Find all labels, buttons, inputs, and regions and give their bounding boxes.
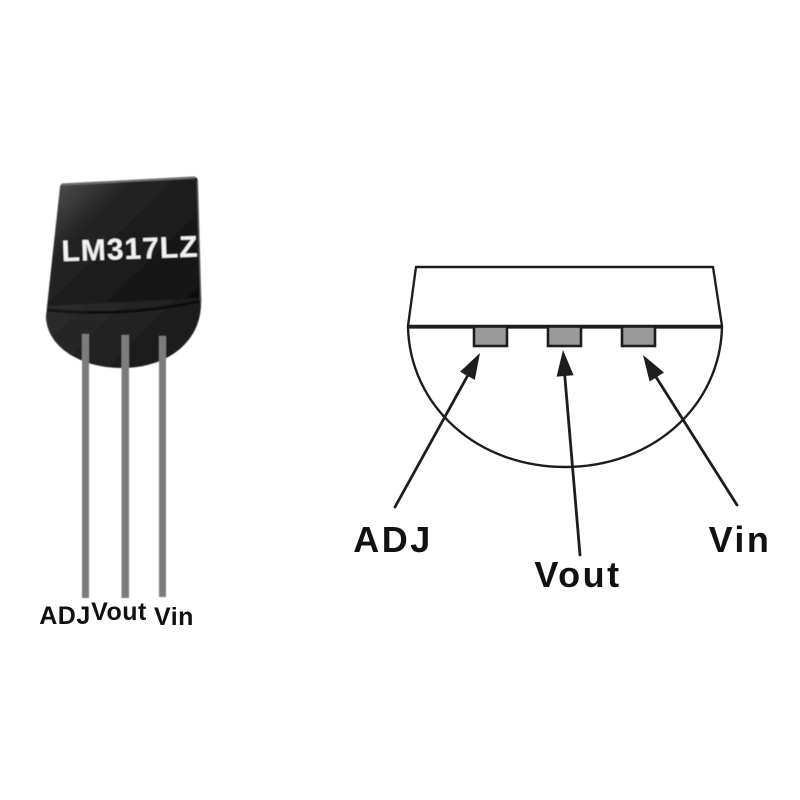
vin-pointer-arrow xyxy=(643,355,739,507)
diagram-pin-label-vout: Vout xyxy=(534,554,621,595)
to92-top-edge-highlight xyxy=(61,176,196,186)
pin-pad-vout xyxy=(546,325,583,348)
pin-pad-adj xyxy=(472,325,509,348)
photo-pin-label-adj: ADJ xyxy=(39,602,91,630)
photo-pin-label-vout: Vout xyxy=(91,598,147,626)
vin-arrowhead xyxy=(643,355,664,382)
pin-pad-vin xyxy=(620,325,657,348)
part-number-label: LM317LZ xyxy=(61,231,199,269)
package-outline-top xyxy=(406,265,724,328)
vout-pointer-arrow xyxy=(556,350,582,557)
to92-photo: LM317LZ xyxy=(46,176,202,598)
diagram-pin-label-adj: ADJ xyxy=(353,519,433,560)
photo-pin-label-vin: Vin xyxy=(154,603,194,631)
to92-right-edge-highlight xyxy=(196,180,202,303)
vout-arrowhead xyxy=(556,350,574,377)
pinout-diagram: ADJ Vout Vin xyxy=(353,265,772,595)
diagram-pin-label-vin: Vin xyxy=(709,519,772,560)
to92-lead-adj xyxy=(82,334,89,598)
adj-arrowhead xyxy=(460,353,480,380)
to92-shoulder-line xyxy=(47,299,201,315)
adj-pointer-arrow xyxy=(393,353,480,509)
to92-lead-vout xyxy=(121,335,129,598)
to92-lead-vin xyxy=(159,336,166,597)
package-arc xyxy=(406,325,724,469)
